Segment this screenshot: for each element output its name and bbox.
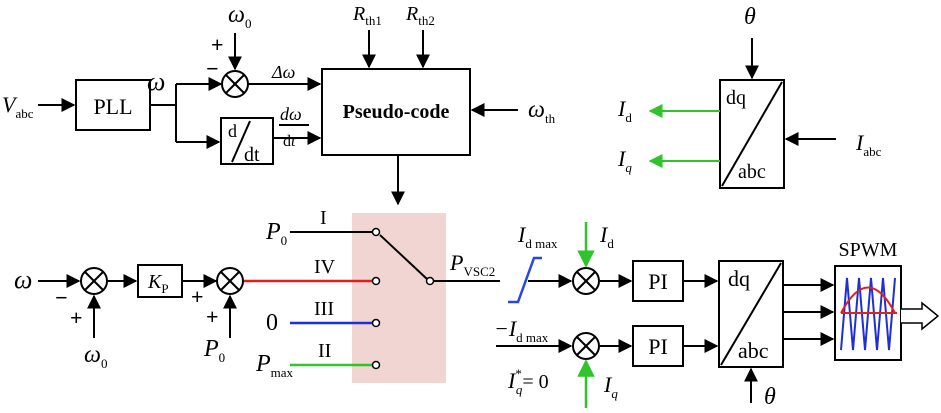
zero-mode-label: 0 xyxy=(266,310,278,336)
switch-pivot xyxy=(425,276,435,286)
sum-junction-id xyxy=(572,267,600,295)
dq-to-abc-dq-label: dq xyxy=(728,266,750,291)
sum-junction-top xyxy=(221,70,249,98)
domega-den-label: dt xyxy=(283,133,296,150)
sum-junction-p0 xyxy=(216,267,244,295)
id-feedback-label: Id xyxy=(599,222,614,251)
switch-contact-iii xyxy=(371,318,381,328)
v-abc-label: Vabc xyxy=(2,92,34,121)
iq-out-label: Iq xyxy=(617,146,632,175)
domega-num-label: dω xyxy=(280,104,302,124)
pi-block-d xyxy=(632,260,684,302)
dq-to-abc-diagonal xyxy=(720,262,782,366)
mode-i-label: I xyxy=(320,207,327,229)
iq-feedback-label: Iq xyxy=(603,372,618,401)
switch-contact-i xyxy=(371,227,381,237)
sign-minus-top: − xyxy=(206,56,219,81)
spwm-modulating-wave xyxy=(840,286,896,314)
sign-minus-kp: − xyxy=(55,285,68,310)
switch-contact-ii xyxy=(371,360,381,370)
p0-bottom-label: P0 xyxy=(203,336,225,365)
pi-block-q xyxy=(632,325,684,367)
mode-ii-label: II xyxy=(318,340,331,362)
sum-junction-kp xyxy=(80,267,108,295)
delta-omega-label: Δω xyxy=(271,62,295,82)
spwm-output-arrow xyxy=(901,301,940,331)
switch-region xyxy=(352,213,446,383)
deriv-slash xyxy=(231,120,251,163)
deriv-d-label: d xyxy=(228,121,237,141)
omega0-top-label: ω0 xyxy=(228,2,251,31)
iabc-label: Iabc xyxy=(855,130,882,159)
omega-input-label: ω xyxy=(14,265,32,294)
pll-label: PLL xyxy=(93,94,132,119)
p0-mode-label: P0 xyxy=(265,219,287,248)
kp-block xyxy=(137,264,183,298)
neg-idmax-label: −Id max xyxy=(494,316,549,345)
rth2-label: Rth2 xyxy=(405,3,435,28)
omega-th-label: ωth xyxy=(528,97,556,126)
omega-label: ω xyxy=(147,67,165,96)
mode-iv-label: IV xyxy=(314,256,336,278)
deriv-dt-label: dt xyxy=(244,144,260,166)
iq-star-label: I*q= 0 xyxy=(507,366,549,397)
abc-to-dq-dq-label: dq xyxy=(726,87,746,109)
rth1-label: Rth1 xyxy=(352,3,382,28)
pi-d-label: PI xyxy=(648,269,668,294)
theta-top-label: θ xyxy=(744,4,756,30)
idmax-label: Id max xyxy=(517,222,558,251)
pseudo-code-label: Pseudo-code xyxy=(343,101,450,123)
pi-q-label: PI xyxy=(648,334,668,359)
omega0-bottom-label: ω0 xyxy=(84,342,107,371)
sign-plus-p0-below: + xyxy=(206,304,219,329)
pseudo-code-block xyxy=(321,68,471,156)
mode-iii-label: III xyxy=(314,298,334,320)
sum-junction-iq xyxy=(572,332,600,360)
abc-to-dq-diagonal xyxy=(721,81,783,187)
spwm-label: SPWM xyxy=(839,239,898,261)
switch-arm xyxy=(379,234,428,280)
current-limiter xyxy=(508,256,542,304)
id-out-label: Id xyxy=(617,96,632,125)
pvsc2-label: PVSC2 xyxy=(449,250,495,279)
pmax-mode-label: Pmax xyxy=(255,351,294,380)
sign-plus-kp: + xyxy=(70,305,83,330)
theta-bottom-label: θ xyxy=(764,384,776,410)
dq-to-abc-abc-label: abc xyxy=(738,338,769,363)
sign-plus-p0-left: + xyxy=(191,284,204,309)
kp-label: KP xyxy=(147,271,169,296)
switch-contact-iv xyxy=(371,276,381,286)
abc-to-dq-abc-label: abc xyxy=(738,161,766,183)
sign-plus-top: + xyxy=(211,32,224,57)
